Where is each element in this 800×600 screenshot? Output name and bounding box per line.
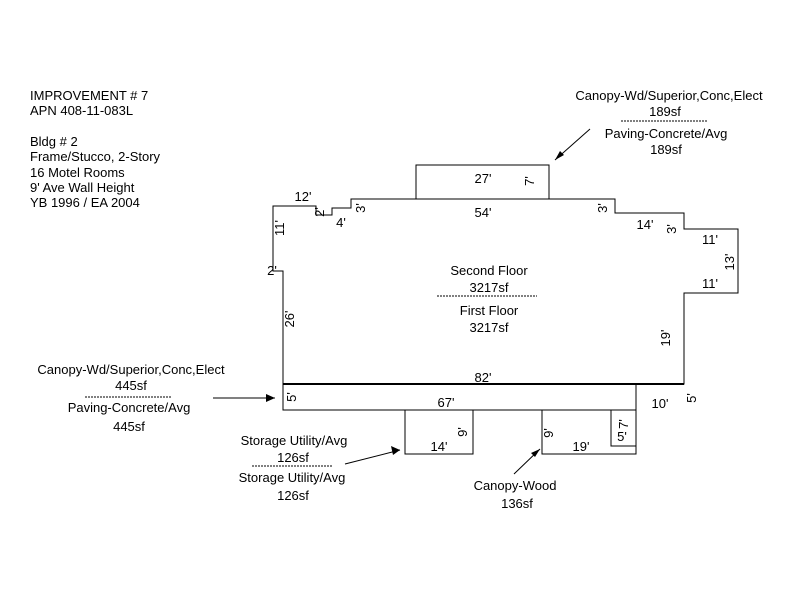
dim-label: 82' xyxy=(475,370,492,385)
property-info: IMPROVEMENT # 7 APN 408-11-083L Bldg # 2… xyxy=(30,88,160,211)
first-floor-label: First Floor xyxy=(460,303,519,318)
top-callout-upper-area: 189sf xyxy=(649,104,681,119)
top-callout-upper-name: Canopy-Wd/Superior,Conc,Elect xyxy=(575,88,763,103)
dim-label: 3' xyxy=(353,203,368,213)
first-floor-area: 3217sf xyxy=(469,320,508,335)
dim-label: 12' xyxy=(295,189,312,204)
top-callout-arrowhead xyxy=(555,151,564,160)
left-callout-upper-name: Canopy-Wd/Superior,Conc,Elect xyxy=(37,362,225,377)
storage-callout-arrowhead xyxy=(391,446,400,455)
dim-label: 14' xyxy=(431,439,448,454)
storage-callout-lower-area: 126sf xyxy=(277,488,309,503)
construction-type: Frame/Stucco, 2-Story xyxy=(30,149,161,165)
notch-outline xyxy=(610,410,636,447)
left-callout-lower-area: 445sf xyxy=(113,419,145,434)
dim-label: 11' xyxy=(702,232,718,247)
storage-callout-lower-name: Storage Utility/Avg xyxy=(239,470,346,485)
dim-label: 67' xyxy=(438,395,455,410)
left-callout-upper-area: 445sf xyxy=(115,378,147,393)
dim-label: 26' xyxy=(282,311,297,328)
dim-label: 3' xyxy=(595,203,610,213)
dim-label: 5' xyxy=(684,393,699,403)
canopy-wood-arrowhead xyxy=(531,449,540,457)
dim-label: 7' xyxy=(616,419,631,429)
dim-label: 7' xyxy=(522,176,537,186)
dim-label: 9' xyxy=(541,428,556,438)
year-built: YB 1996 / EA 2004 xyxy=(30,195,140,211)
dim-label: 5' xyxy=(284,392,299,402)
dim-label: 2' xyxy=(267,263,277,278)
apn-number: APN 408-11-083L xyxy=(30,103,134,119)
building-number: Bldg # 2 xyxy=(30,133,78,149)
canopy-wood-name: Canopy-Wood xyxy=(474,478,557,493)
dim-label: 5' xyxy=(617,429,627,444)
dim-label: 14' xyxy=(637,217,654,232)
second-floor-label: Second Floor xyxy=(450,263,528,278)
dim-label: 2' xyxy=(312,207,327,217)
storage-utility-outline xyxy=(404,409,474,455)
dim-label: 9' xyxy=(455,427,470,437)
dim-label: 10' xyxy=(652,396,669,411)
improvement-number: IMPROVEMENT # 7 xyxy=(30,88,149,103)
storage-callout-upper-name: Storage Utility/Avg xyxy=(241,433,348,448)
dim-label: 4' xyxy=(336,215,346,230)
storage-callout-upper-area: 126sf xyxy=(277,450,309,465)
dim-label: 11' xyxy=(702,276,718,291)
dim-label: 19' xyxy=(573,439,590,454)
left-callout-arrowhead xyxy=(266,394,275,402)
top-callout-lower-area: 189sf xyxy=(650,142,682,157)
dim-label: 19' xyxy=(658,330,673,347)
dim-label: 11' xyxy=(272,220,287,236)
room-count: 16 Motel Rooms xyxy=(30,164,125,180)
dim-label: 3' xyxy=(664,224,679,234)
top-callout-lower-name: Paving-Concrete/Avg xyxy=(605,126,728,141)
left-callout-lower-name: Paving-Concrete/Avg xyxy=(68,400,191,415)
dim-label: 13' xyxy=(722,254,737,271)
storage-callout-arrow xyxy=(344,449,401,465)
wall-height: 9' Ave Wall Height xyxy=(30,180,135,196)
canopy-wood-outline xyxy=(541,410,637,455)
second-floor-area: 3217sf xyxy=(469,280,508,295)
dim-label: 54' xyxy=(475,205,492,220)
canopy-wood-area: 136sf xyxy=(501,496,533,511)
dim-label: 27' xyxy=(475,171,492,186)
lower-wing-outline xyxy=(282,384,637,411)
